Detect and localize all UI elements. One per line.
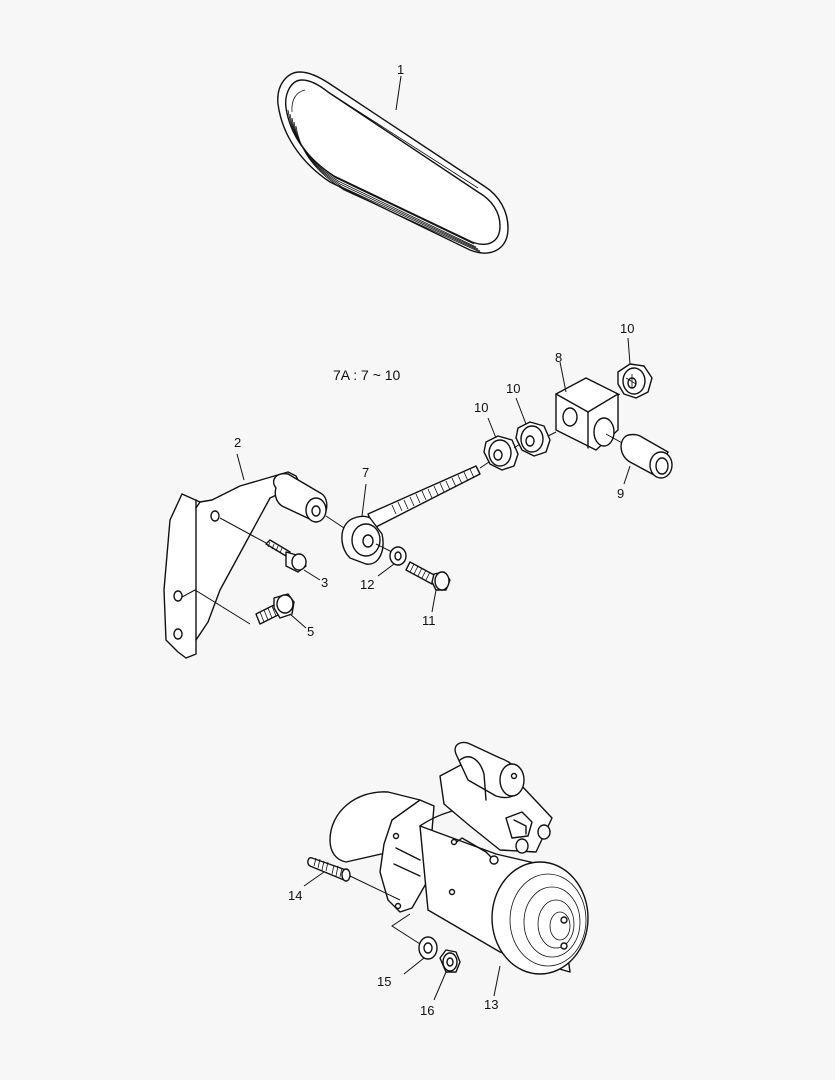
leader-13 bbox=[493, 965, 501, 997]
leader-14 bbox=[303, 871, 325, 887]
washer-15 bbox=[418, 936, 438, 960]
stud-14 bbox=[307, 857, 351, 882]
callout-5: 5 bbox=[307, 624, 315, 639]
nut-10-c bbox=[617, 363, 653, 399]
callout-10-c: 10 bbox=[620, 321, 635, 336]
leader-stud-axis bbox=[349, 875, 401, 901]
leader-15 bbox=[403, 957, 425, 975]
leader-5 bbox=[289, 613, 307, 629]
callout-15: 15 bbox=[377, 974, 392, 989]
leader-bolt-5-axis bbox=[181, 589, 251, 625]
leader-2 bbox=[236, 453, 245, 481]
callout-12: 12 bbox=[360, 577, 375, 592]
callout-14: 14 bbox=[288, 888, 303, 903]
leader-11 bbox=[431, 589, 437, 613]
leader-9 bbox=[623, 465, 631, 485]
bracket-bolt-lower bbox=[255, 593, 295, 625]
leader-washer-nut-axis bbox=[391, 913, 421, 945]
nut-10-b bbox=[515, 421, 551, 457]
leader-10a bbox=[487, 417, 497, 439]
leader-10c bbox=[627, 337, 631, 365]
callout-2: 2 bbox=[234, 435, 242, 450]
washer-12 bbox=[389, 546, 407, 566]
callout-1: 1 bbox=[397, 62, 405, 77]
callout-10-a: 10 bbox=[474, 400, 489, 415]
callout-7: 7 bbox=[362, 465, 370, 480]
callout-8: 8 bbox=[555, 350, 563, 365]
nut-10-a bbox=[483, 435, 519, 471]
callout-16: 16 bbox=[420, 1003, 435, 1018]
hex-bolt-11 bbox=[405, 561, 451, 591]
leader-7 bbox=[361, 483, 367, 517]
swivel-block bbox=[555, 377, 619, 451]
leader-8 bbox=[559, 361, 567, 393]
leader-rod-axis-3 bbox=[547, 431, 557, 437]
leader-3 bbox=[303, 569, 321, 581]
leader-10b bbox=[515, 397, 527, 425]
bracket-bolt-upper bbox=[265, 539, 307, 573]
leader-1 bbox=[395, 75, 402, 111]
callout-9: 9 bbox=[617, 486, 625, 501]
bushing-sleeve bbox=[620, 433, 673, 479]
leader-boss-axis bbox=[325, 515, 345, 529]
callout-13: 13 bbox=[484, 997, 499, 1012]
nut-16 bbox=[439, 949, 461, 973]
drive-belt bbox=[277, 71, 509, 254]
callout-10-b: 10 bbox=[506, 381, 521, 396]
assembly-note: 7A : 7 ~ 10 bbox=[333, 367, 401, 383]
callout-11: 11 bbox=[422, 613, 436, 628]
mounting-bracket bbox=[163, 471, 328, 659]
leader-16 bbox=[433, 971, 447, 1001]
callout-3: 3 bbox=[321, 575, 329, 590]
leader-12 bbox=[377, 563, 395, 577]
adjusting-rod-with-eye bbox=[341, 465, 481, 565]
leader-washer-axis bbox=[375, 543, 393, 553]
starter-motor bbox=[329, 741, 589, 975]
